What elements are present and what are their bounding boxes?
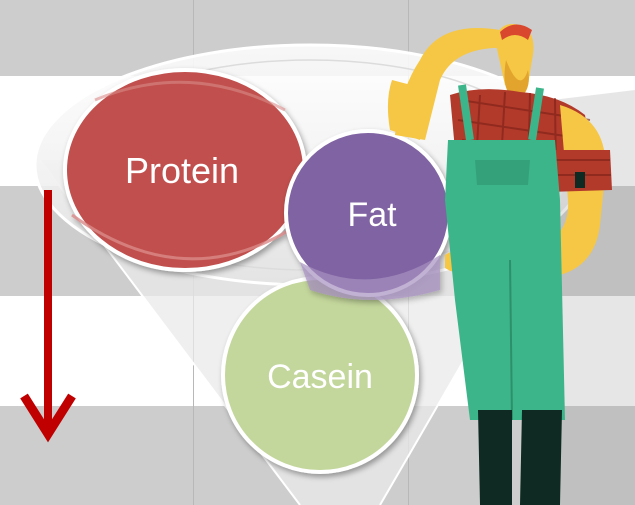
- fat-label: Fat: [347, 196, 397, 234]
- down-arrow-icon: [24, 190, 72, 434]
- casein-label: Casein: [267, 358, 373, 396]
- protein-label: Protein: [125, 150, 239, 191]
